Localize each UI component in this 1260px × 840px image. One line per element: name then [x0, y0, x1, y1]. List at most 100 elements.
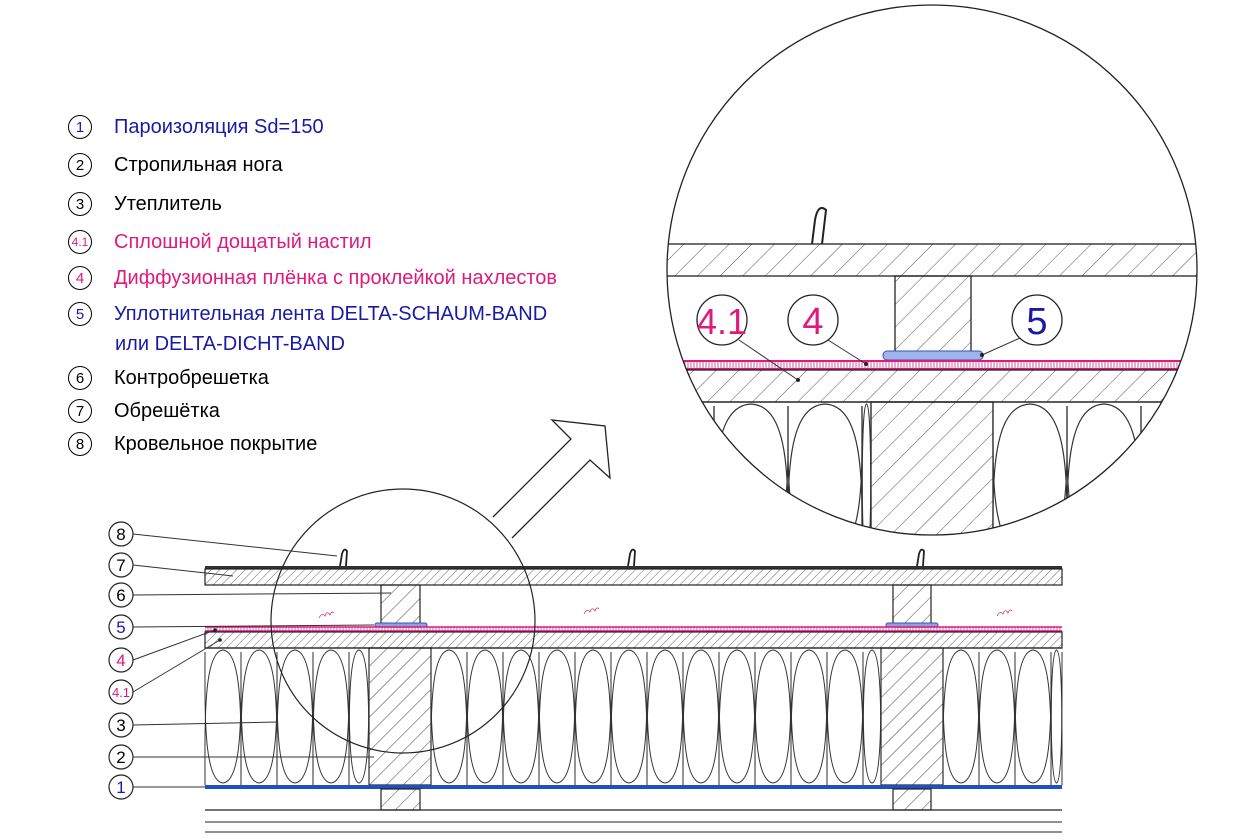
- insulation-loop: [1014, 651, 1052, 784]
- legend-label: Сплошной дощатый настил: [114, 231, 372, 253]
- detail-callouts: 4.1 4 5: [696, 294, 1063, 346]
- insulation-loop: [667, 405, 715, 535]
- insulation-loop: [466, 651, 504, 784]
- legend-number: 1: [68, 115, 92, 139]
- insulation-loop: [1140, 405, 1197, 535]
- insulation-loop: [276, 651, 314, 784]
- callout-1: 1: [108, 774, 134, 800]
- seam: [627, 548, 636, 567]
- insulation-loop: [574, 651, 612, 784]
- legend-number: 8: [68, 432, 92, 456]
- insulation-loop: [682, 651, 720, 784]
- rafter: [368, 647, 432, 786]
- legend-number: 4.1: [68, 230, 92, 254]
- callout-number: 3: [116, 716, 125, 735]
- legend-number: 6: [68, 366, 92, 390]
- zoom-arrow: [492, 419, 611, 539]
- leader-dots: [213, 628, 222, 642]
- insulation-loop: [992, 405, 1068, 535]
- insulation-loop: [646, 651, 684, 784]
- insulation-loop: [1050, 651, 1063, 784]
- legend-number: 7: [68, 399, 92, 423]
- legend-label-continued: или DELTA-DICHT-BAND: [115, 333, 345, 355]
- detail-callout-number: 5: [1026, 301, 1047, 343]
- insulation-loop: [1066, 405, 1142, 535]
- insulation-loop: [754, 651, 792, 784]
- insulation-loop: [204, 651, 242, 784]
- callout-number: 4: [116, 651, 125, 670]
- legend-item-5: 5 Уплотнительная лента DELTA-SCHAUM-BAND: [68, 302, 547, 326]
- insulation-loop: [312, 651, 350, 784]
- detail-callout-4: 4: [787, 294, 839, 346]
- legend-item-4-1: 4.1 Сплошной дощатый настил: [68, 230, 372, 254]
- leader-lines: [132, 533, 392, 788]
- detail-standing-seam: [811, 207, 828, 245]
- insulation-loop: [826, 651, 864, 784]
- detail-sealing-tape: [882, 350, 984, 361]
- legend-number: 3: [68, 192, 92, 216]
- insulation-loop: [790, 651, 828, 784]
- insulation-loop: [992, 403, 1068, 535]
- insulation-loop: [502, 651, 540, 784]
- insulation-loop: [713, 403, 789, 535]
- insulation-loop: [1140, 403, 1197, 535]
- logo-mark: [583, 607, 600, 615]
- insulation-loop: [348, 651, 370, 784]
- callout-number: 1: [116, 778, 125, 797]
- ceiling-batten: [892, 788, 932, 811]
- legend-label: Диффузионная плёнка с проклейкой нахлест…: [114, 267, 558, 289]
- seam: [916, 548, 925, 567]
- callout-3: 3: [108, 712, 134, 738]
- legend-item-3: 3 Утеплитель: [68, 192, 222, 216]
- seam: [339, 548, 348, 567]
- membrane-logos: [318, 607, 1013, 619]
- insulation-loop: [787, 405, 863, 535]
- counter-batten: [380, 584, 421, 628]
- insulation-loop: [1215, 404, 1220, 560]
- diffusion-membrane: [205, 627, 1062, 631]
- insulation-loop: [713, 405, 789, 535]
- insulation-loop: [1215, 406, 1220, 558]
- insulation-loop: [610, 651, 648, 784]
- detail-callout-number: 4.1: [697, 301, 747, 342]
- legend-item-8: 8 Кровельное покрытие: [68, 432, 317, 456]
- battens-layer: [204, 568, 1063, 586]
- callout-number: 8: [116, 525, 125, 544]
- ceiling-batten: [380, 788, 421, 811]
- callout-6: 6: [108, 582, 134, 608]
- legend-number: 4: [68, 266, 92, 290]
- insulation-loop: [667, 403, 715, 535]
- legend-item-6: 6 Контробрешетка: [68, 366, 269, 390]
- callout-5: 5: [108, 614, 134, 640]
- legend-item-2: 2 Стропильная нога: [68, 153, 283, 177]
- insulation-loop: [942, 651, 980, 784]
- detail-battens: [667, 243, 1197, 277]
- detail-counter-batten: [894, 275, 972, 356]
- detail-callout-5: 5: [1011, 294, 1063, 346]
- detail-membrane: [667, 361, 1197, 369]
- legend-item-7: 7 Обрешётка: [68, 399, 220, 423]
- legend-label: Стропильная нога: [114, 154, 283, 176]
- legend-label: Пароизоляция Sd=150: [114, 116, 324, 138]
- main-section: [204, 419, 1063, 833]
- roof-covering: [205, 566, 1062, 569]
- rafter: [880, 647, 944, 786]
- legend-label: Обрешётка: [114, 400, 220, 422]
- deck-boards: [204, 631, 1063, 649]
- insulation: [204, 649, 1063, 786]
- section-callouts: 8 7 6 5 4 4.1 3 2 1: [108, 521, 134, 800]
- insulation-loop: [430, 651, 468, 784]
- insulation-loop: [1066, 403, 1142, 535]
- legend-label: Уплотнительная лента DELTA-SCHAUM-BAND: [114, 303, 548, 325]
- callout-4: 4: [108, 647, 134, 673]
- standing-seams: [339, 548, 925, 567]
- callout-7: 7: [108, 552, 134, 578]
- logo-mark: [996, 609, 1013, 617]
- insulation-loop: [978, 651, 1016, 784]
- detail-view: [666, 4, 1220, 560]
- callout-number: 7: [116, 556, 125, 575]
- callout-number: 4.1: [112, 685, 130, 700]
- counter-batten: [892, 584, 932, 628]
- insulation-loop: [861, 403, 872, 535]
- legend-number: 5: [68, 302, 92, 326]
